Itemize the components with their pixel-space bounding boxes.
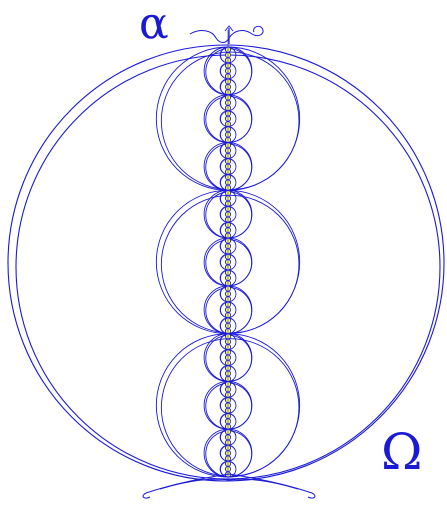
omega-symbol: Ω bbox=[381, 427, 422, 477]
alpha-symbol: α bbox=[139, 2, 169, 46]
bottom-flourish bbox=[143, 474, 315, 498]
nested-circle-column bbox=[156, 30, 299, 480]
top-flourish bbox=[190, 26, 263, 44]
